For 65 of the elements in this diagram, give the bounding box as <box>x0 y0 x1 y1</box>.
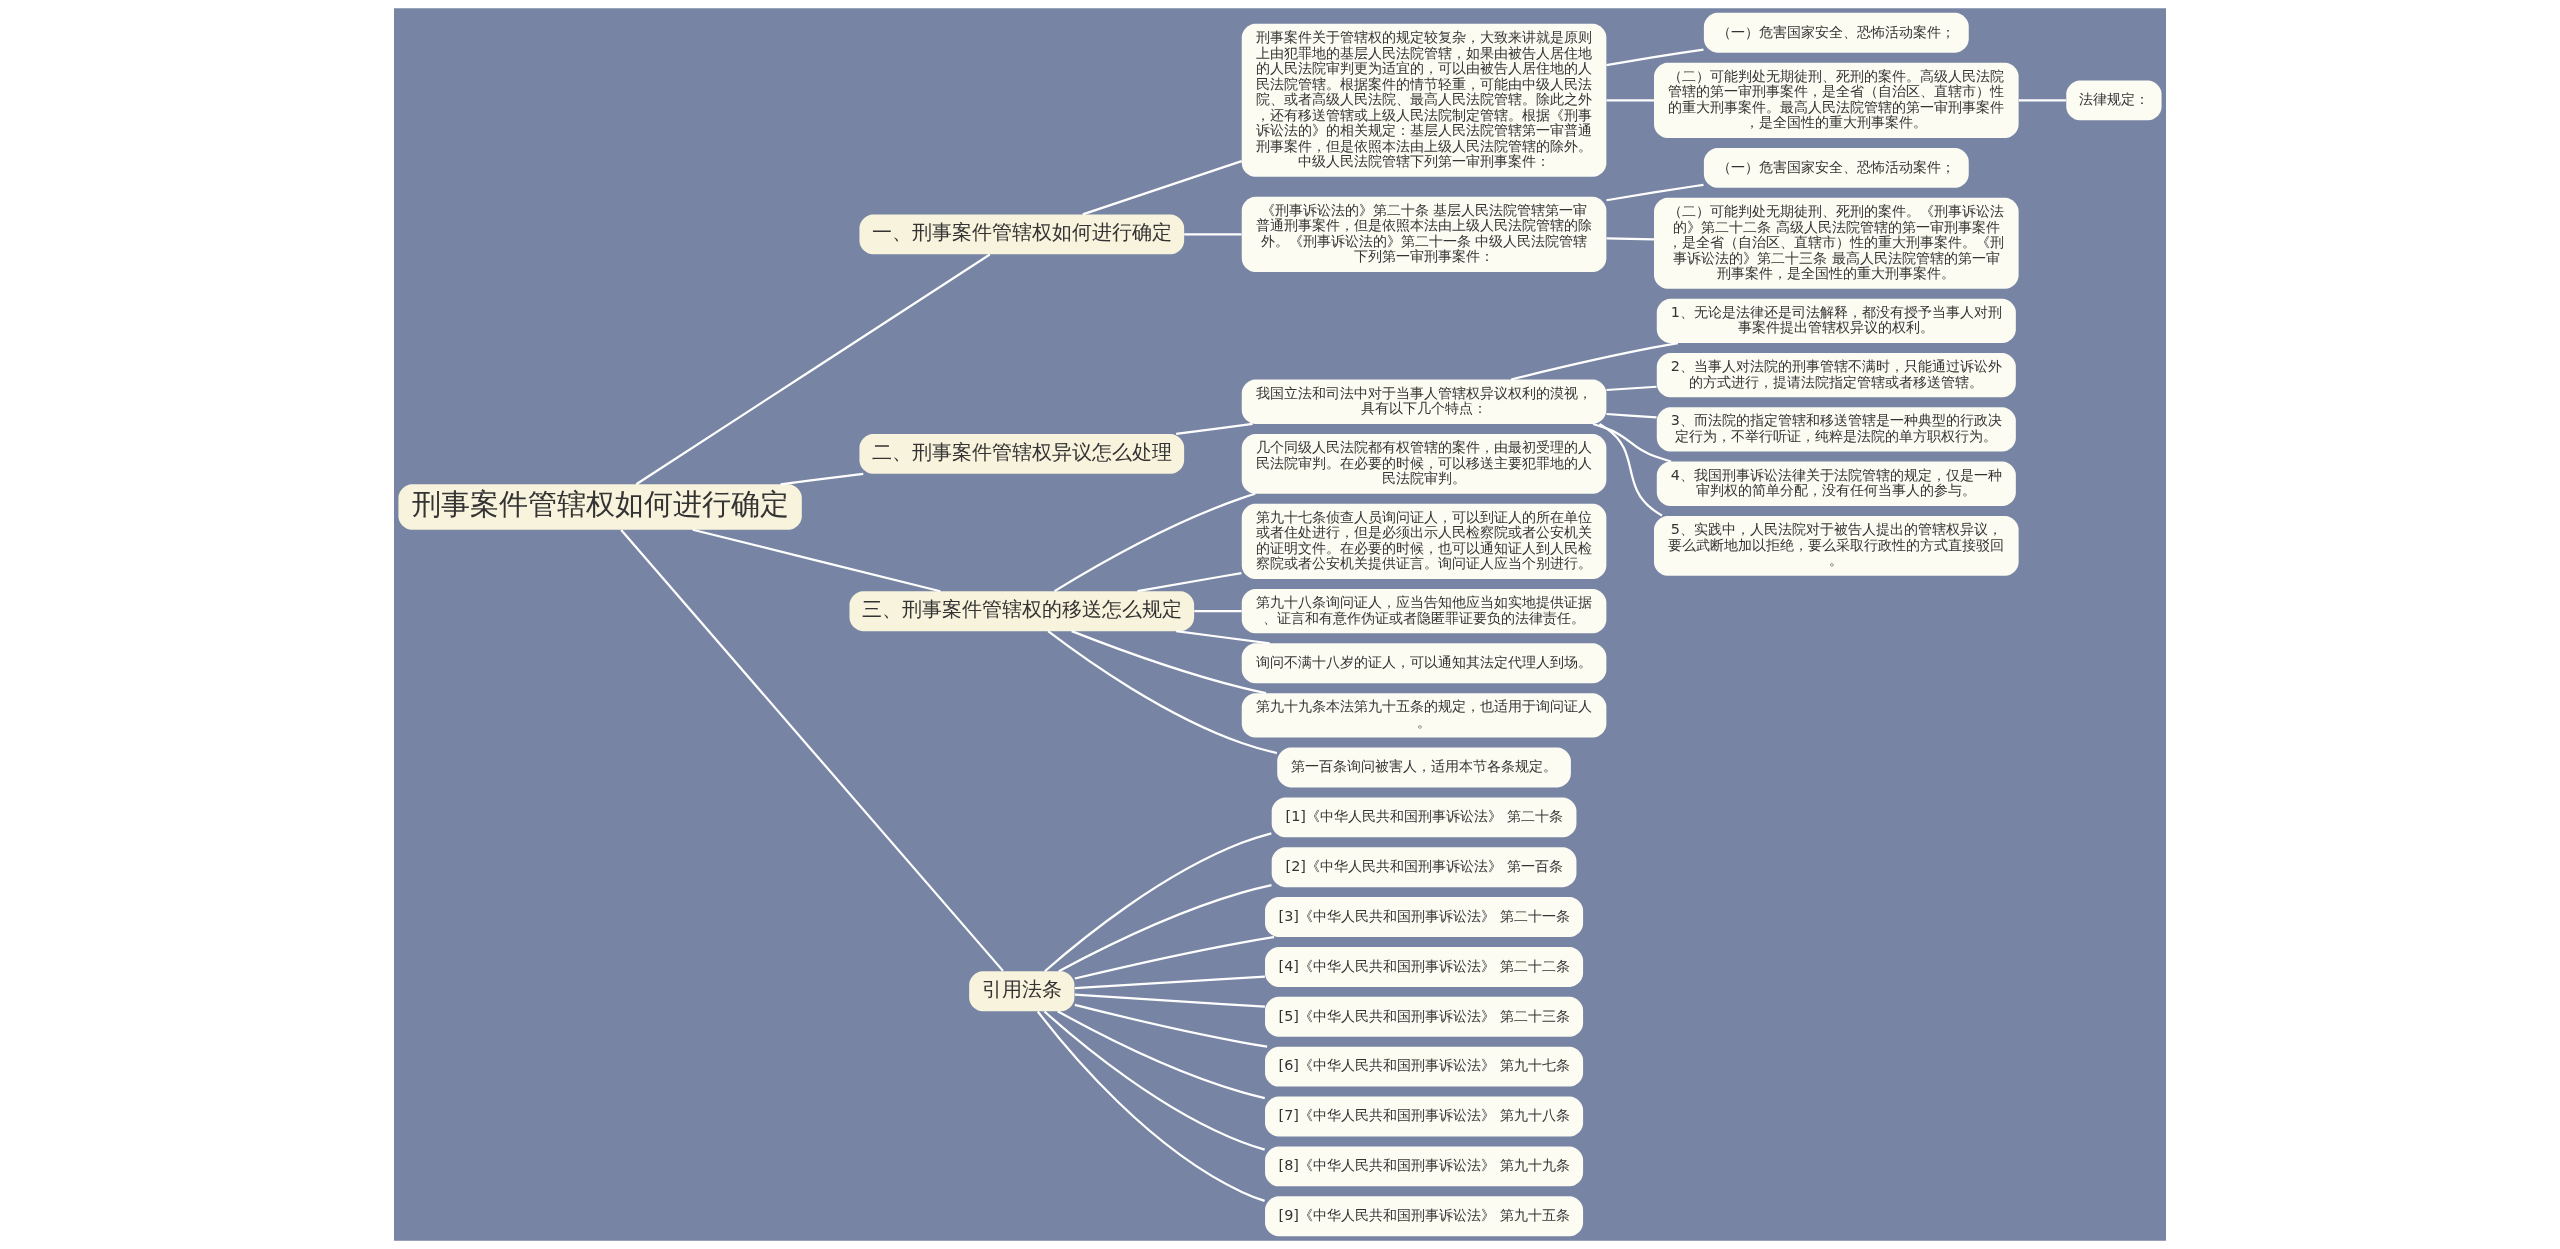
connector <box>620 529 1004 972</box>
node-box: 第九十八条询问证人，应当告知他应当如实地提供证据、证言和有意作伪证或者隐匿罪证要负的法律责任。 <box>1241 589 1607 634</box>
connector <box>1606 48 1704 67</box>
connector <box>1058 884 1272 973</box>
connector <box>1606 183 1704 202</box>
node-box: [8]《中华人民共和国刑事诉讼法》 第九十九条 <box>1265 1146 1584 1187</box>
node-box: 5、实践中，人民法院对于被告人提出的管辖权异议，要么武断地加以拒绝，要么采取行政性的方式直接驳回。 <box>1654 515 2019 576</box>
node-box: 第九十七条侦查人员询问证人，可以到证人的所在单位或者住处进行，但是必须出示人民检察院或者公安机关的证明文件。在必要的时候，也可以通知证人到人民检察院或者公安机关提供证言。询问证人应当个别进行。 <box>1241 503 1607 580</box>
node-box: （二）可能判处无期徒刑、死刑的案件。《刑事诉讼法的》第二十二条 高级人民法院管辖的第一审刑事案件，是全省（自治区、直辖市）性的重大刑事案件。《刑事诉讼法的》第二十三条 最高人民法院管辖的第一审刑事案件，是全国性的重大刑事案件。 <box>1654 197 2019 289</box>
node-box: 三、刑事案件管辖权的移送怎么规定 <box>849 591 1195 632</box>
node-box: 2、当事人对法院的刑事管辖不满时，只能通过诉讼外的方式进行，提请法院指定管辖或者移送管辖。 <box>1656 353 2016 398</box>
node-box: （一）危害国家安全、恐怖活动案件； <box>1703 12 1969 53</box>
node-box: 法律规定： <box>2066 80 2162 121</box>
connector <box>1606 385 1657 392</box>
node-box: （二）可能判处无期徒刑、死刑的案件。高级人民法院管辖的第一审刑事案件，是全省（自治区、直辖市）性的重大刑事案件。最高人民法院管辖的第一审刑事案件，是全国性的重大刑事案件。 <box>1654 62 2019 138</box>
connector <box>780 472 864 486</box>
node-box: 几个同级人民法院都有权管辖的案件，由最初受理的人民法院审判。在必要的时候，可以移送主要犯罪地的人民法院审判。 <box>1241 433 1607 494</box>
node-box: [1]《中华人民共和国刑事诉讼法》 第二十条 <box>1271 797 1577 838</box>
connector <box>1074 993 1265 1008</box>
connector <box>1194 610 1242 613</box>
node-box: [6]《中华人民共和国刑事诉讼法》 第九十七条 <box>1265 1046 1584 1087</box>
connector <box>1054 492 1256 593</box>
node-box: 刑事案件管辖权如何进行确定 <box>398 484 802 530</box>
connector <box>1137 571 1242 593</box>
connector <box>2018 99 2066 102</box>
connector <box>1606 412 1657 419</box>
connector <box>1074 935 1275 980</box>
node-box: 《刑事诉讼法的》第二十条 基层人民法院管辖第一审普通刑事案件，但是依照本法由上级人民法院管辖的除外。《刑事诉讼法的》第二十一条 中级人民法院管辖下列第一审刑事案件： <box>1241 196 1607 273</box>
node-box: 4、我国刑事诉讼法律关于法院管辖的规定，仅是一种审判权的简单分配，没有任何当事人的参与。 <box>1656 461 2016 506</box>
connector <box>1071 630 1267 695</box>
connector <box>1598 423 1663 517</box>
connector <box>635 253 991 486</box>
node-box: （一）危害国家安全、恐怖活动案件； <box>1703 148 1969 188</box>
node-box: [4]《中华人民共和国刑事诉讼法》 第二十二条 <box>1265 947 1584 987</box>
connector <box>1044 832 1272 973</box>
node-box: [9]《中华人民共和国刑事诉讼法》 第九十五条 <box>1265 1196 1584 1237</box>
node-box: 二、刑事案件管辖权异议怎么处理 <box>859 433 1185 474</box>
connector <box>1176 630 1270 645</box>
connector <box>1074 975 1265 990</box>
connector <box>1057 1010 1265 1100</box>
node-box: 一、刑事案件管辖权如何进行确定 <box>859 214 1185 255</box>
node-box: 刑事案件关于管辖权的规定较复杂，大致来讲就是原则上由犯罪地的基层人民法院管辖，如果由被告人居住地的人民法院审判更为适宜的，可以由被告人居住地的人民法院管辖。根据案件的情节轻重，可能由中级人民法院、或者高级人民法院、最高人民法院管辖。除此之外，还有移送管辖或上级人民法院制定管辖。根据《刑事诉讼法的》的相关规定：基层人民法院管辖第一审普通刑事案件，但是依照本法由上级人民法院管辖的除外。中级人民法院管辖下列第一审刑事案件： <box>1241 23 1607 177</box>
connector <box>1082 160 1243 216</box>
connector <box>1036 1010 1265 1202</box>
connector <box>1184 233 1242 236</box>
node-box: [2]《中华人民共和国刑事诉讼法》 第一百条 <box>1271 847 1577 888</box>
connector <box>1510 342 1679 381</box>
node-box: 我国立法和司法中对于当事人管辖权异议权利的漠视，具有以下几个特点： <box>1241 379 1607 424</box>
node-box: 询问不满十八岁的证人，可以通知其法定代理人到场。 <box>1241 643 1607 684</box>
connector <box>1047 630 1278 755</box>
connector <box>1176 422 1253 435</box>
node-box: 引用法条 <box>969 971 1075 1012</box>
node-box: [5]《中华人民共和国刑事诉讼法》 第二十三条 <box>1265 996 1584 1037</box>
connector <box>1074 1003 1268 1048</box>
node-box: [7]《中华人民共和国刑事诉讼法》 第九十八条 <box>1265 1096 1584 1137</box>
node-box: 3、而法院的指定管辖和移送管辖是一种典型的行政决定行为，不举行听证，纯粹是法院的单方职权行为。 <box>1656 407 2016 452</box>
node-box: 1、无论是法律还是司法解释，都没有授予当事人对刑事案件提出管辖权异议的权利。 <box>1656 298 2016 343</box>
connector <box>1592 422 1672 463</box>
connector <box>1606 237 1654 241</box>
node-box: 第九十九条本法第九十五条的规定，也适用于询问证人。 <box>1241 693 1607 738</box>
connector <box>1043 1010 1265 1151</box>
node-box: 第一百条询问被害人，适用本节各条规定。 <box>1277 747 1571 788</box>
connector <box>1606 99 1654 102</box>
node-box: [3]《中华人民共和国刑事诉讼法》 第二十一条 <box>1265 897 1584 937</box>
connector <box>692 528 941 593</box>
